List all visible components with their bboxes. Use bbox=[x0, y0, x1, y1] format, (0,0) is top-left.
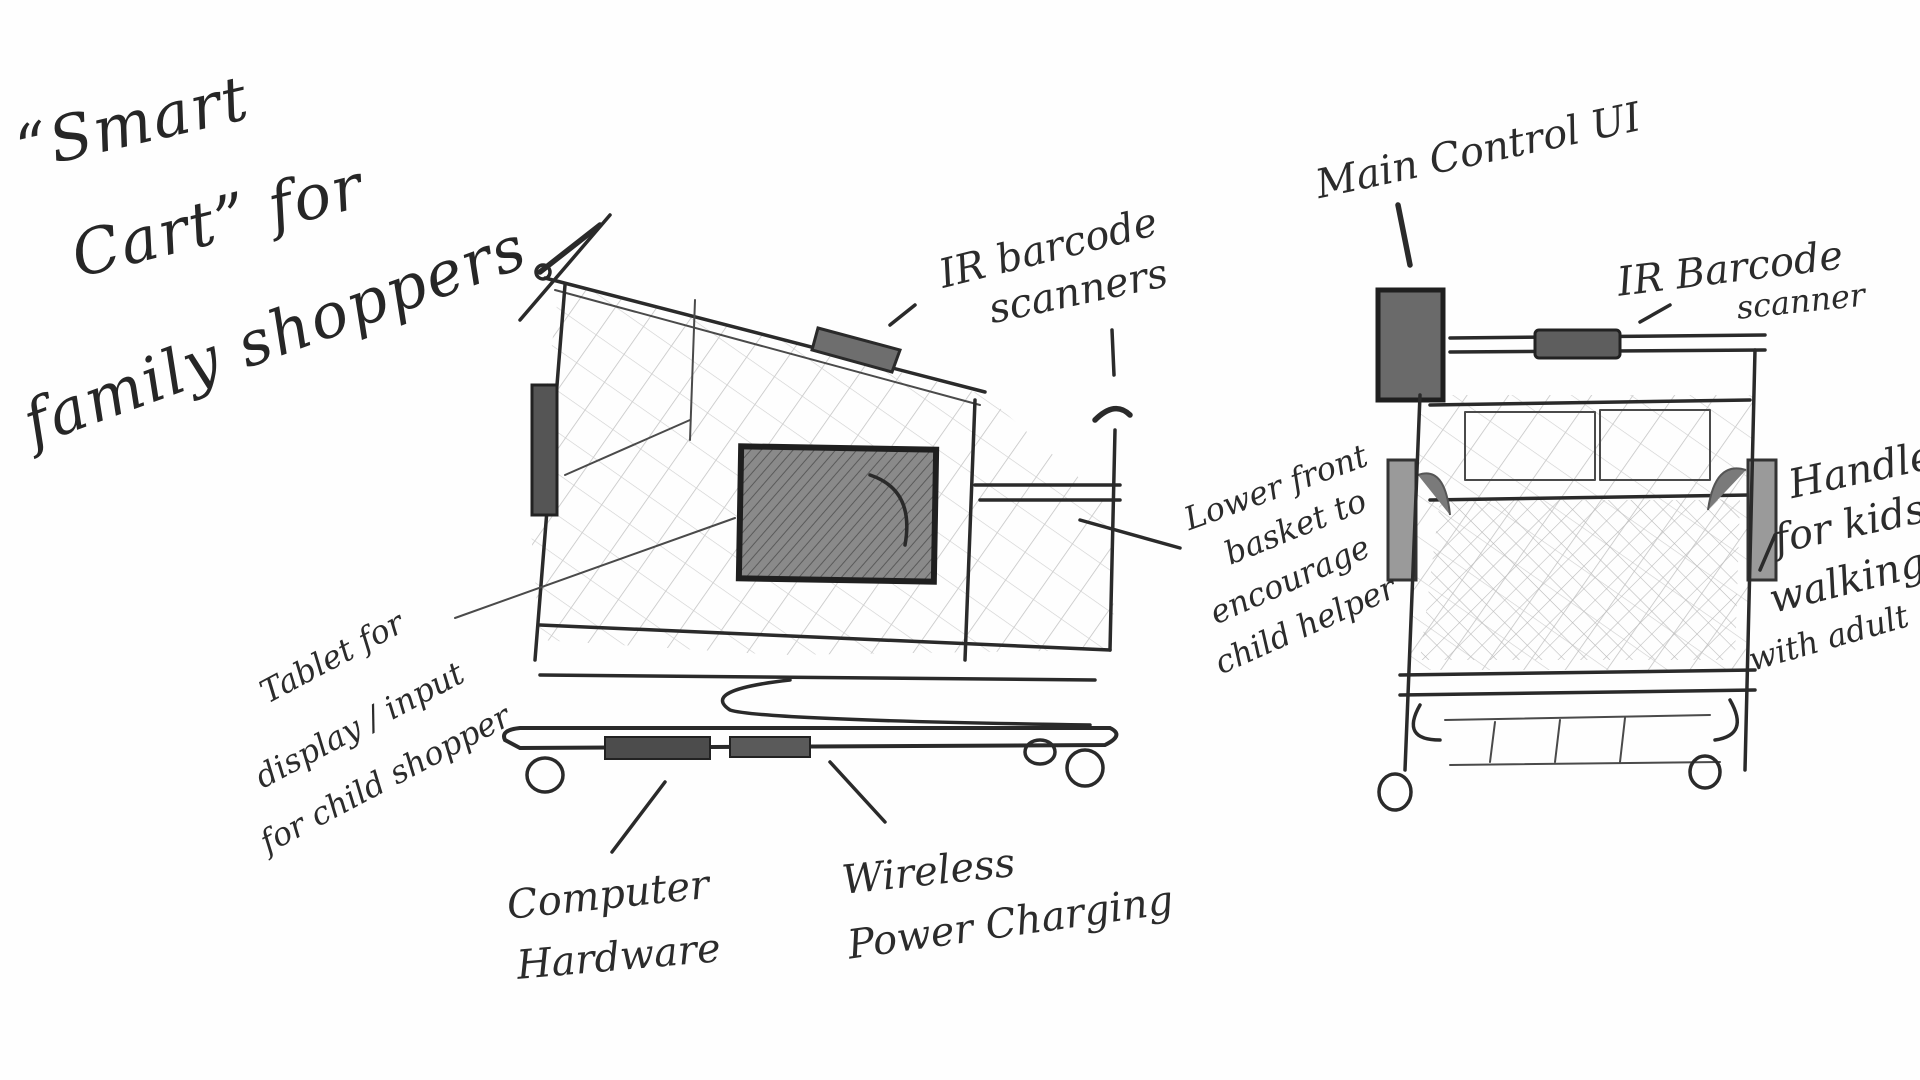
left-top-rail-2 bbox=[554, 289, 981, 406]
right-ir-scanner-block bbox=[1533, 328, 1622, 360]
right-handle-left bbox=[1386, 458, 1418, 582]
right-basket-fine-mesh bbox=[1420, 500, 1740, 660]
right-wheel-left bbox=[1377, 772, 1413, 812]
left-nose-cap bbox=[1092, 405, 1133, 423]
left-wheel-front-2 bbox=[1065, 748, 1105, 788]
left-ir-scanner-block bbox=[810, 326, 902, 374]
left-wheel-front-1 bbox=[1023, 738, 1057, 766]
leader-nose bbox=[1110, 328, 1116, 377]
right-window-left bbox=[1464, 411, 1596, 481]
left-seat-panel bbox=[530, 383, 559, 517]
right-inner-top bbox=[1428, 398, 1752, 407]
leader-ir-barcode bbox=[1638, 303, 1672, 324]
right-wheel-right bbox=[1688, 754, 1722, 790]
right-basket-base bbox=[1398, 688, 1757, 697]
leader-wireless bbox=[828, 760, 887, 824]
right-lower-curve-right bbox=[1713, 698, 1739, 742]
left-top-rail bbox=[543, 276, 987, 394]
left-tablet-glare bbox=[868, 473, 909, 547]
left-front-post bbox=[963, 398, 977, 662]
left-handle-knob bbox=[534, 263, 552, 281]
right-tray-slat-2 bbox=[1554, 719, 1561, 763]
right-lower-tray-bottom bbox=[1449, 761, 1721, 766]
right-lower-curve-left bbox=[1411, 703, 1442, 742]
right-lower-tray-top bbox=[1444, 714, 1711, 721]
left-charging-block bbox=[729, 736, 811, 758]
left-cart-drawing bbox=[454, 213, 1182, 854]
left-computer-block bbox=[604, 736, 711, 760]
right-basket-bottom bbox=[1398, 668, 1757, 677]
left-basket-base bbox=[538, 673, 1097, 682]
right-window-right bbox=[1599, 409, 1711, 481]
left-base-plate bbox=[502, 726, 1119, 751]
right-tray-slat-3 bbox=[1619, 717, 1626, 763]
left-handle-grip-2 bbox=[518, 213, 612, 322]
leader-main-ui bbox=[1395, 202, 1413, 268]
right-cart-drawing bbox=[1375, 202, 1778, 812]
right-inner-mid bbox=[1428, 493, 1752, 502]
left-seat-divider bbox=[689, 299, 696, 441]
right-post-right bbox=[1743, 348, 1757, 772]
left-basket-bottom bbox=[538, 623, 1112, 652]
leader-tablet bbox=[454, 517, 736, 619]
left-tablet bbox=[735, 443, 940, 585]
right-post-left bbox=[1403, 393, 1422, 772]
leader-ir-scanners bbox=[888, 303, 917, 327]
leader-lower-basket bbox=[1078, 518, 1182, 550]
left-nose-post bbox=[1108, 428, 1117, 652]
right-tray-slat-1 bbox=[1489, 721, 1496, 763]
right-handle-shade-left bbox=[1417, 472, 1451, 516]
left-handle-grip bbox=[537, 222, 603, 275]
left-wheel-back bbox=[525, 756, 565, 794]
leader-handles bbox=[1758, 533, 1777, 572]
leader-computer bbox=[610, 780, 667, 854]
right-handle-shade-right bbox=[1707, 467, 1747, 511]
right-main-control-tablet bbox=[1375, 287, 1446, 403]
left-seat-diagonal bbox=[564, 419, 691, 476]
left-frame-curve bbox=[720, 678, 1092, 727]
